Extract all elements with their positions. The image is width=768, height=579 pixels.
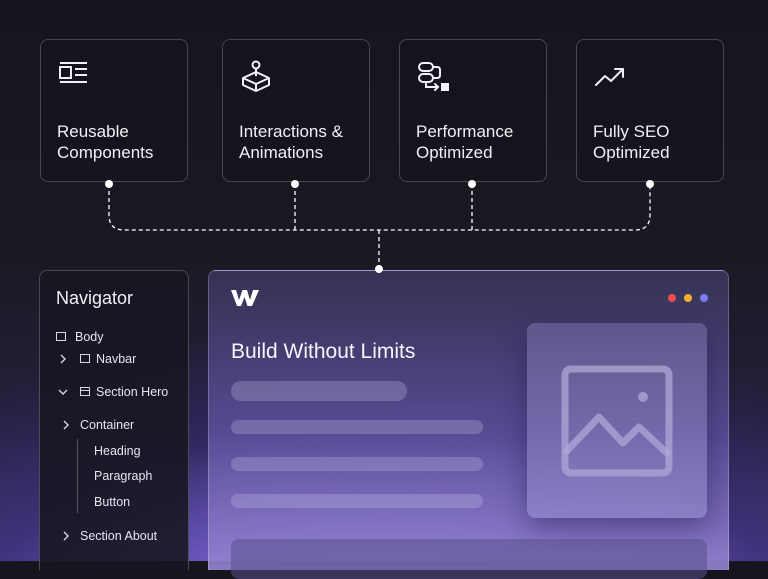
connector-lines [0,0,768,561]
components-icon [59,62,87,83]
image-placeholder-icon [561,365,673,477]
nav-item-label: Container [80,418,135,432]
nav-item-label: Paragraph [94,469,153,483]
section-icon [56,332,66,341]
window-dot-yellow [684,294,692,302]
chevron-right-icon [63,531,69,541]
nav-item-heading[interactable]: Heading [94,444,174,460]
connector-dot [105,180,113,188]
feature-card-reusable-components[interactable]: Reusable Components [40,39,188,182]
trending-up-icon [595,68,624,86]
navigator-panel: Navigator [39,270,189,570]
nav-item-section-hero[interactable]: Section Hero [58,384,186,400]
skeleton-line [231,494,483,508]
nav-item-navbar[interactable]: Navbar [58,351,178,367]
feature-card-interactions[interactable]: Interactions & Animations [222,39,370,182]
hero-headline: Build Without Limits [231,340,416,363]
preview-canvas: Build Without Limits [208,270,729,579]
skeleton-line [231,420,483,434]
nav-item-container[interactable]: Container [61,417,171,433]
content-block-placeholder [231,539,707,579]
connector-dot [291,180,299,188]
nav-item-label: Body [75,330,104,344]
nav-item-body[interactable]: Body [56,329,176,345]
chevron-right-icon [60,354,66,364]
feature-label: Performance Optimized [416,122,514,162]
feature-label: Fully SEO Optimized [593,122,670,162]
nav-item-label: Button [94,495,131,509]
element-box-icon [80,354,90,363]
feature-card-performance[interactable]: Performance Optimized [399,39,547,182]
nav-item-button[interactable]: Button [94,495,174,511]
connector-dot [468,180,476,188]
feature-card-seo[interactable]: Fully SEO Optimized [576,39,724,182]
nav-item-label: Navbar [96,352,137,366]
webflow-logo-icon [231,290,259,306]
image-placeholder-card [527,323,707,518]
chevron-right-icon [63,420,69,430]
window-dot-blue [700,294,708,302]
interaction-icon [242,60,270,92]
skeleton-line [231,457,483,471]
nav-item-paragraph[interactable]: Paragraph [94,469,174,485]
navigator-title: Navigator [56,288,134,308]
window-dot-red [668,294,676,302]
feature-label: Interactions & Animations [239,122,343,162]
feature-label: Reusable Components [57,122,154,162]
nav-item-section-about[interactable]: Section About [61,528,181,544]
section-icon [80,387,90,396]
tree-indent-line [77,439,78,513]
nav-item-label: Section Hero [96,385,169,399]
nav-item-label: Section About [80,529,158,543]
workflow-icon [418,62,449,91]
connector-dot [375,265,383,273]
chevron-down-icon [58,389,68,395]
nav-item-label: Heading [94,444,141,458]
skeleton-line [231,381,407,401]
connector-dot [646,180,654,188]
